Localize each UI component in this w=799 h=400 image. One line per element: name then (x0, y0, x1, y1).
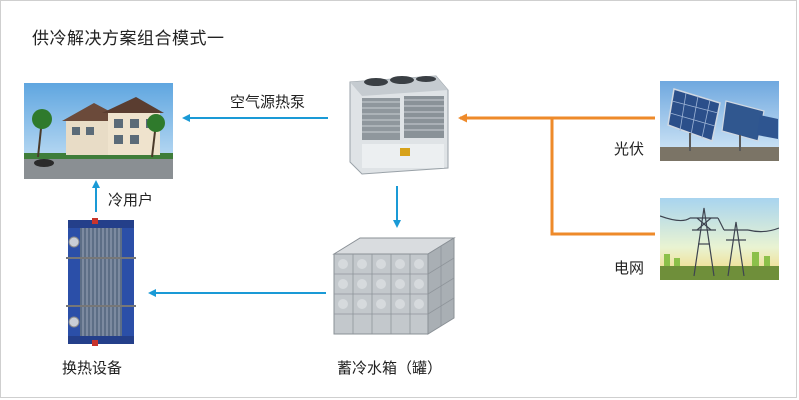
heat-exchanger-image (64, 218, 138, 346)
tank-label: 蓄冷水箱（罐） (337, 359, 443, 377)
heat-pump-image (340, 72, 450, 176)
grid-label: 电网 (614, 259, 645, 277)
grid-image (660, 198, 779, 280)
heat-exchanger-label: 换热设备 (62, 359, 123, 377)
cold-user-label: 冷用户 (108, 191, 154, 209)
cold-user-image (24, 83, 173, 179)
diagram-title: 供冷解决方案组合模式一 (32, 29, 225, 49)
tank-image (330, 234, 457, 338)
pv-image (660, 81, 779, 161)
pv-label: 光伏 (614, 140, 645, 158)
heat-pump-label: 空气源热泵 (230, 93, 306, 111)
